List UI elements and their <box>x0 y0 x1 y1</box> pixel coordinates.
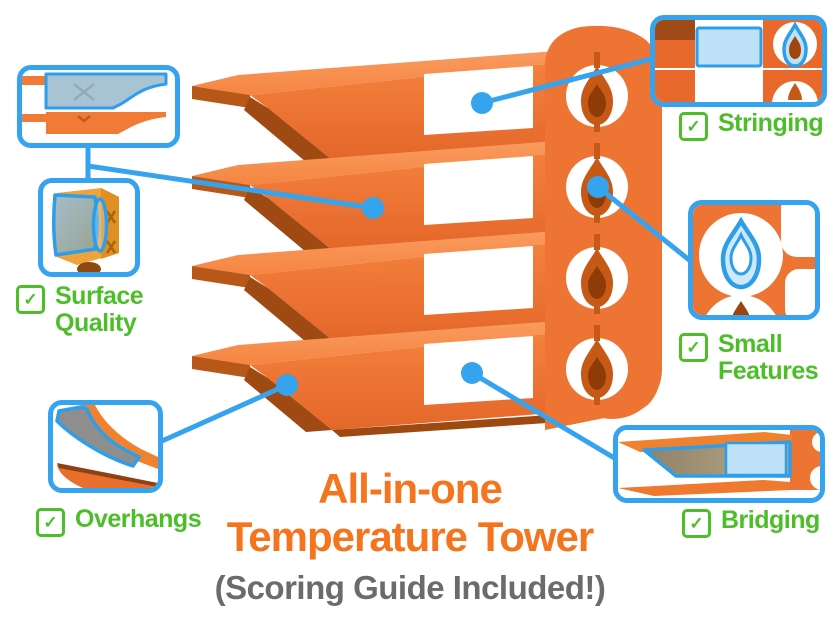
overhangs-label-line1: Overhangs <box>75 505 202 533</box>
bridging-illustration <box>618 430 820 496</box>
surface-quality-patch-box <box>38 178 140 277</box>
stringing-detail-box <box>650 15 827 107</box>
check-icon: ✓ <box>682 509 711 538</box>
surface-quality-patch-illustration <box>51 188 119 272</box>
check-icon: ✓ <box>679 112 708 141</box>
check-icon: ✓ <box>36 508 65 537</box>
small-features-label-line2: Features <box>718 357 819 385</box>
callout-line-small-features <box>595 184 696 266</box>
callout-line-stringing <box>479 55 658 106</box>
callout-dot <box>461 362 483 384</box>
bridging-label: ✓ Bridging <box>682 507 820 538</box>
callout-dot <box>587 176 609 198</box>
page-title-line1: All-in-one <box>318 465 503 512</box>
callout-line-overhangs <box>159 382 290 444</box>
small-features-label-line1: Small <box>718 330 783 358</box>
check-icon: ✓ <box>679 333 708 362</box>
tower-flame-column <box>545 25 662 430</box>
stringing-label: ✓ Stringing <box>679 109 824 141</box>
surface-quality-crosssection-illustration <box>22 72 168 134</box>
overhangs-illustration <box>55 405 158 488</box>
small-features-detail-box <box>688 200 820 320</box>
check-icon: ✓ <box>16 285 45 314</box>
surface-quality-detail-box <box>17 65 180 148</box>
small-features-label: ✓ Small Features <box>679 330 819 385</box>
callout-dot <box>362 197 384 219</box>
stringing-illustration <box>655 20 822 102</box>
small-features-illustration <box>693 205 815 315</box>
overhangs-detail-box <box>48 400 163 493</box>
surface-quality-label-line2: Quality <box>55 309 137 337</box>
callout-dot <box>276 374 298 396</box>
title-block: All-in-one Temperature Tower (Scoring Gu… <box>160 466 660 608</box>
tower-tier-4 <box>192 321 592 432</box>
callout-line-surface-quality <box>85 163 376 211</box>
callout-line-bridging <box>469 370 619 462</box>
callout-dot <box>471 92 493 114</box>
overhangs-label: ✓ Overhangs <box>36 505 202 537</box>
bridging-label-line1: Bridging <box>721 506 820 534</box>
surface-quality-label: ✓ Surface Quality <box>16 282 144 337</box>
bridging-detail-box <box>613 425 825 503</box>
flame-outline-icon <box>720 216 762 290</box>
page-subtitle: (Scoring Guide Included!) <box>214 569 606 606</box>
page-title-line2: Temperature Tower <box>226 513 595 560</box>
tower-bottom-lip <box>332 412 592 437</box>
stringing-label-line1: Stringing <box>718 109 824 137</box>
surface-quality-label-line1: Surface <box>55 282 144 310</box>
